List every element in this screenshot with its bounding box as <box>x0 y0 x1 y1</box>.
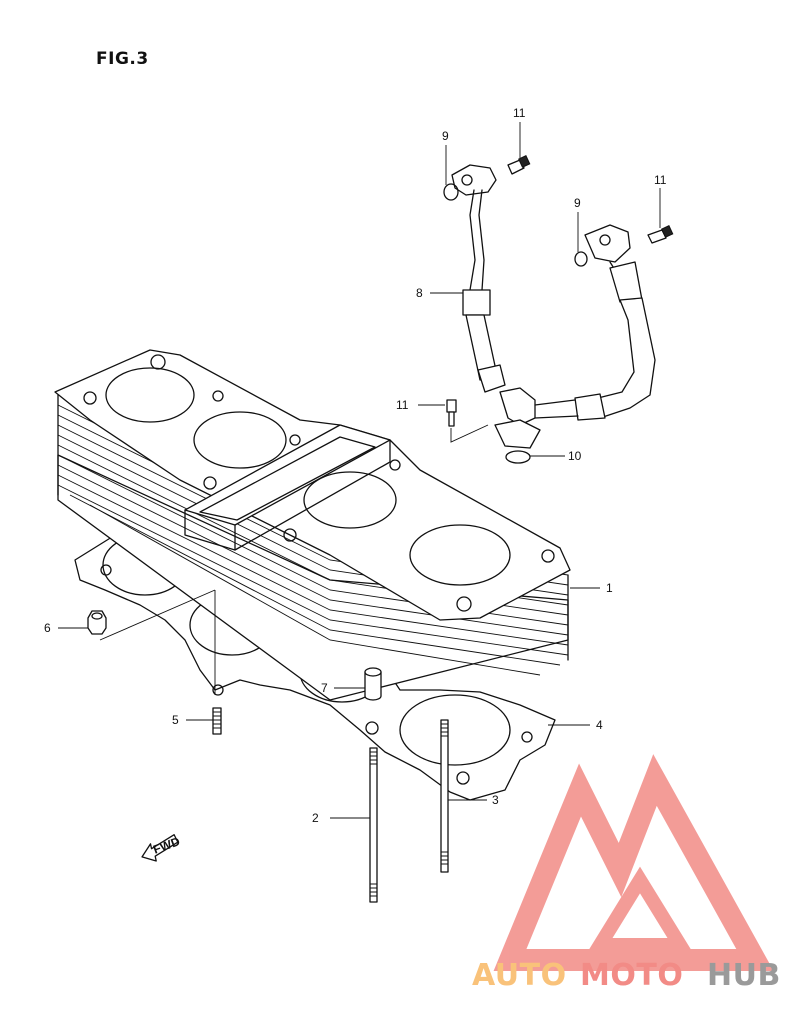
callout-11a: 11 <box>513 106 526 120</box>
o-ring-9b <box>574 251 588 267</box>
fwd-label: FWD <box>151 834 182 857</box>
callout-3: 3 <box>492 793 499 807</box>
oil-hose-assembly <box>451 164 656 449</box>
callout-11b: 11 <box>654 173 667 187</box>
short-stud-bolt <box>212 707 222 735</box>
callout-9a: 9 <box>442 129 449 143</box>
watermark-word-hub: HUB <box>707 958 781 993</box>
bolt-11a <box>507 155 531 175</box>
callout-10: 10 <box>568 449 582 463</box>
callout-7: 7 <box>321 681 328 695</box>
o-ring-9a <box>443 183 459 201</box>
callout-4: 4 <box>596 718 603 732</box>
fwd-arrow: FWD <box>141 834 182 862</box>
bolt-11c <box>446 399 457 427</box>
dowel-pin <box>364 667 382 701</box>
callout-5: 5 <box>172 713 179 727</box>
callout-8: 8 <box>416 286 423 300</box>
watermark-logo <box>493 754 774 971</box>
callout-6: 6 <box>44 621 51 635</box>
o-ring-10 <box>505 450 531 464</box>
callout-2: 2 <box>312 811 319 825</box>
nut <box>87 610 107 635</box>
callout-11c: 11 <box>396 398 409 412</box>
long-stud-bolt-2 <box>369 747 378 903</box>
bolt-11b <box>647 225 674 244</box>
watermark-word-auto: AUTO <box>472 958 567 993</box>
watermark-word-moto: MOTO <box>580 958 683 993</box>
callout-9b: 9 <box>574 196 581 210</box>
long-stud-bolt-3 <box>440 719 449 873</box>
figure-title: FIG.3 <box>96 49 149 69</box>
watermark-text: AUTO MOTO HUB <box>472 958 781 993</box>
callout-1: 1 <box>606 581 613 595</box>
cylinder-block <box>54 349 571 701</box>
